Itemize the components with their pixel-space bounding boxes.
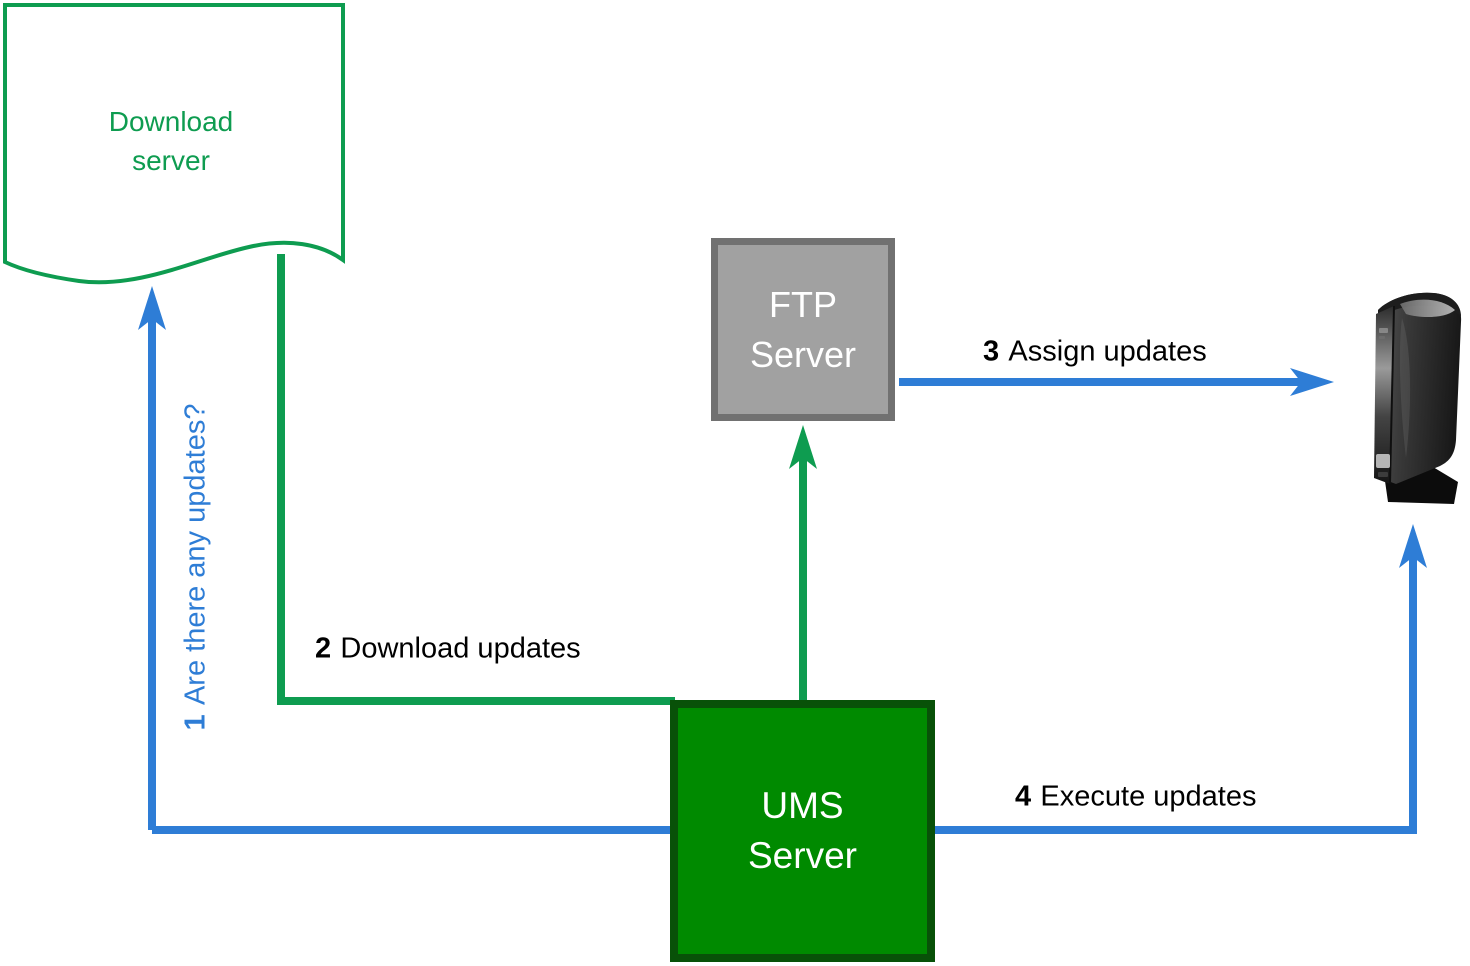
ftp-server-node: FTP Server: [711, 238, 895, 421]
ums-server-node: UMS Server: [670, 700, 935, 962]
step-3-text: Assign updates: [1008, 335, 1207, 368]
download-server-document-shape: [3, 3, 345, 285]
step-1-number: 1: [179, 714, 212, 731]
step-1-label: 1 Are there any updates?: [180, 404, 213, 731]
step-4-text: Execute updates: [1040, 780, 1257, 813]
ftp-server-label: FTP Server: [749, 283, 857, 375]
arrow-2-line: [277, 254, 675, 705]
download-server-label: Download server: [108, 106, 234, 176]
step-3-number: 3: [983, 335, 1000, 368]
arrow-4-head: [1399, 524, 1427, 568]
thin-client-device-icon: [1374, 292, 1462, 504]
step-2-number: 2: [315, 632, 332, 665]
arrow-1-head: [138, 286, 166, 330]
step-1-text: Are there any updates?: [179, 403, 212, 706]
thin-client-device-image: [1362, 288, 1466, 508]
ums-server-label: UMS Server: [748, 785, 857, 876]
arrow-3-head: [1290, 368, 1334, 396]
arrow-4-line: [152, 556, 1417, 834]
arrow-ums-ftp-head: [789, 425, 817, 469]
step-4-number: 4: [1015, 780, 1032, 813]
step-2-text: Download updates: [340, 632, 581, 665]
